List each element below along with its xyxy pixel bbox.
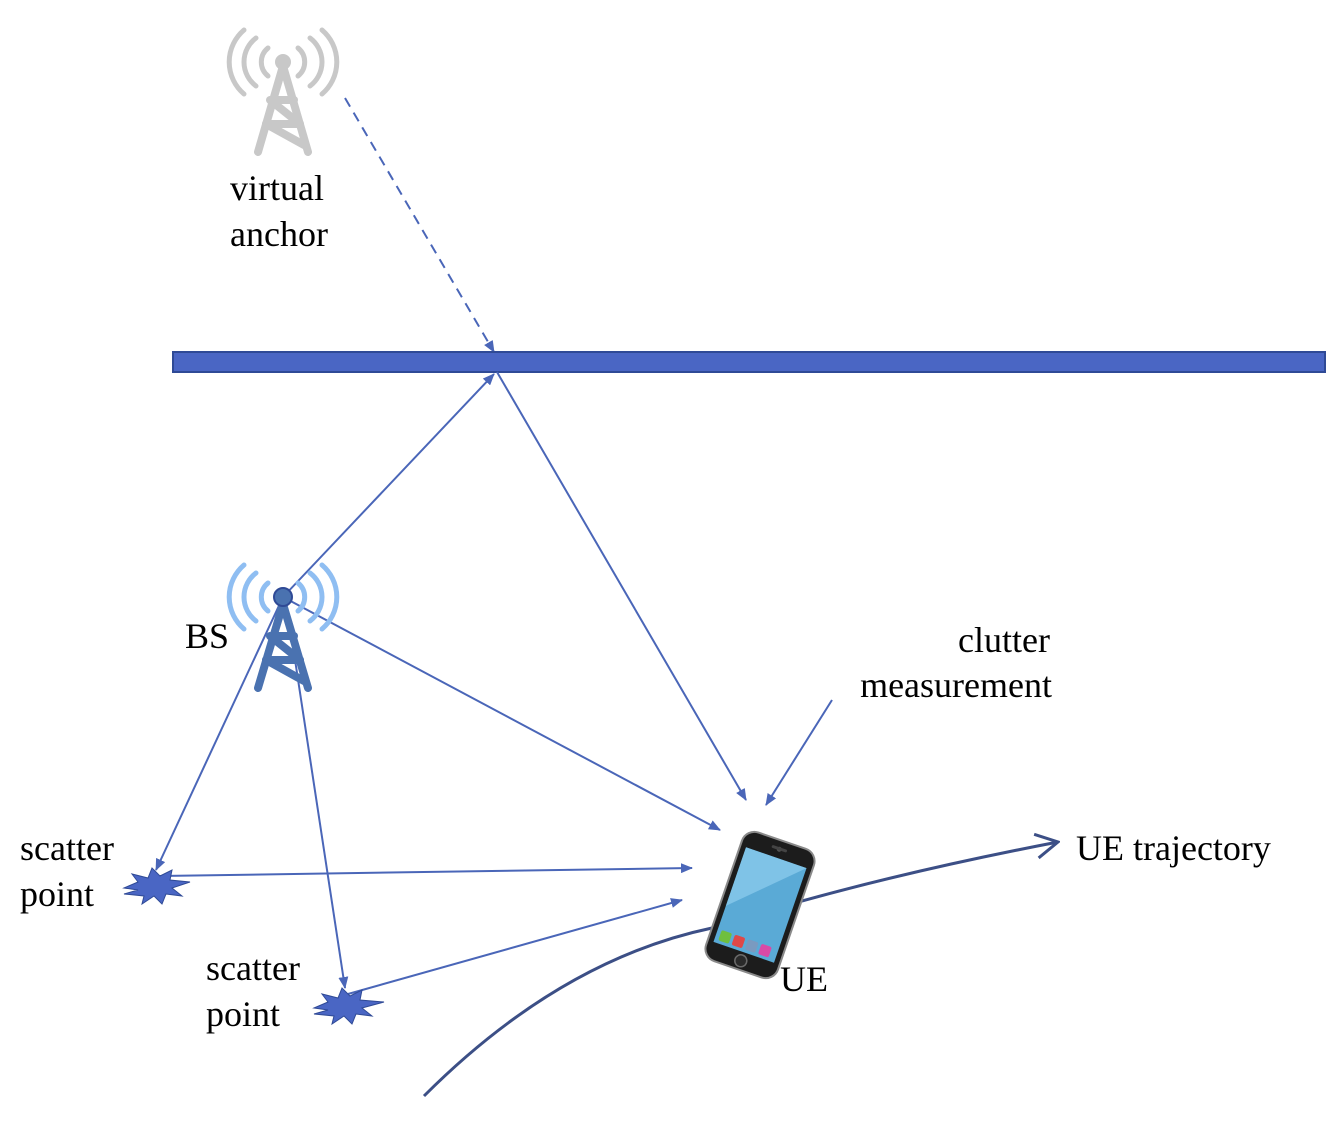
scatter-point-2-label-line1: scatter [206,948,300,988]
path-bs-to-wall [282,373,495,598]
ue-smartphone-icon [704,830,816,980]
scatter-point-2-label-line2: point [206,994,280,1034]
path-bs-to-scatter1 [155,596,284,871]
path-bs-to-ue [282,596,721,831]
scatter-point-2-starburst-icon [312,987,385,1026]
ue-label: UE [780,959,828,999]
bs-label: BS [185,616,229,656]
signal-paths [155,371,833,995]
path-bs-to-scatter2 [291,639,349,989]
scatter-point-1-starburst-icon [122,867,191,906]
scatter-point-1-label-line1: scatter [20,828,114,868]
scatter-point-1-label-line2: point [20,874,94,914]
path-scatter1-to-ue [159,863,693,877]
clutter-label-line1: clutter [958,620,1050,660]
path-scatter2-to-ue [347,898,683,995]
path-wall-to-ue [496,371,747,801]
reflecting-wall [172,351,1326,373]
virtual-anchor-tower-icon [226,27,340,156]
virtual-path-arrow [344,97,495,353]
virtual-anchor-label-line2: anchor [230,214,328,254]
base-station-tower-icon [226,562,340,692]
ue-trajectory-label: UE trajectory [1076,828,1271,868]
path-clutter-pointer [765,699,833,806]
virtual-anchor-label-line1: virtual [230,168,324,208]
clutter-label-line2: measurement [860,665,1052,705]
